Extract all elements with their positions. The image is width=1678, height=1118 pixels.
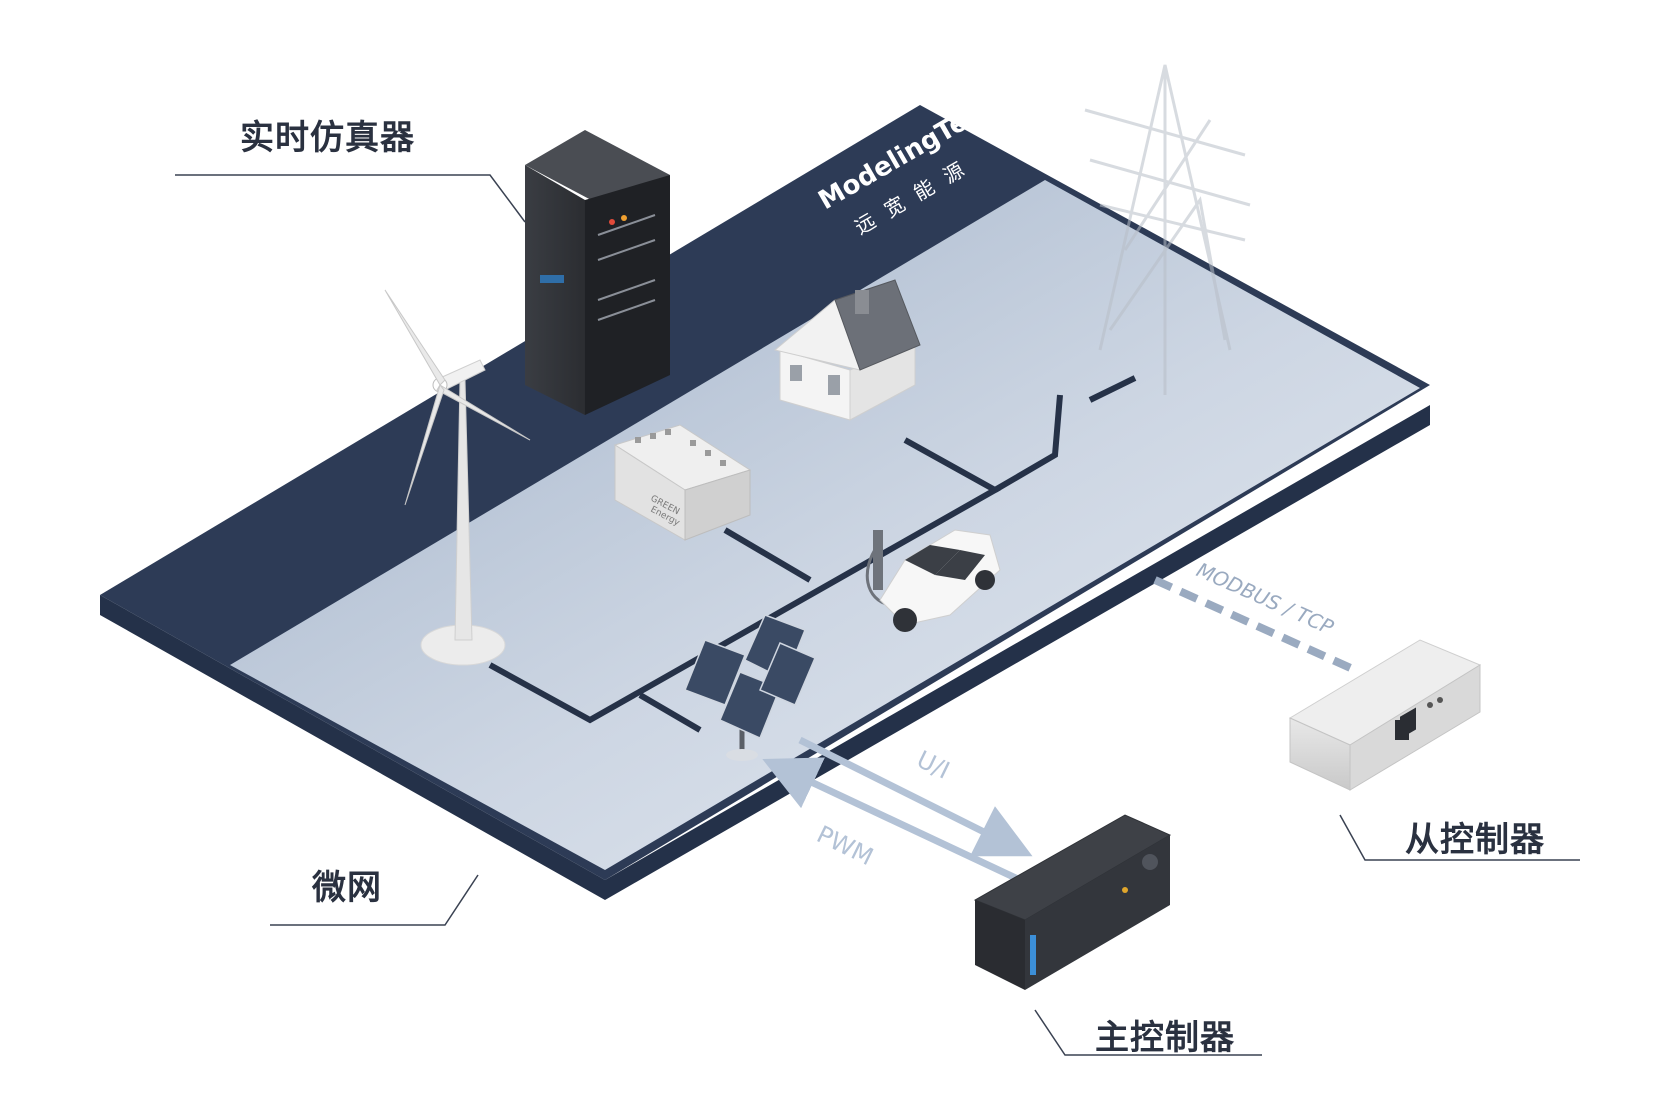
battery-storage: GREEN Energy bbox=[613, 424, 752, 541]
microgrid-label: 微网 bbox=[312, 868, 382, 908]
callout-line-simulator bbox=[175, 174, 526, 223]
slave-controller-label: 从控制器 bbox=[1405, 820, 1545, 860]
wire-grid-tie bbox=[993, 394, 1063, 493]
wire-grid-tie-open bbox=[1088, 375, 1137, 403]
platform-top-light bbox=[230, 180, 1420, 870]
main-controller-label: 主控制器 bbox=[1095, 1018, 1235, 1058]
wind-turbine bbox=[384, 289, 531, 666]
house bbox=[773, 279, 921, 421]
ui-arrow bbox=[798, 736, 1033, 857]
pv-array bbox=[684, 614, 816, 761]
callout-line-microgrid bbox=[270, 874, 479, 926]
wire-main-bus bbox=[488, 437, 1002, 724]
pwm-label: PWM bbox=[812, 820, 877, 871]
rack-front bbox=[585, 175, 670, 415]
rack-display bbox=[540, 275, 564, 283]
modbus-link bbox=[1153, 576, 1357, 674]
wire-battery bbox=[723, 527, 812, 583]
main-controller-device bbox=[973, 814, 1172, 990]
simulator-label: 实时仿真器 bbox=[240, 118, 415, 158]
callout-line-main-controller bbox=[1034, 1009, 1262, 1056]
wire-pv bbox=[638, 692, 702, 733]
slave-controller-device bbox=[1288, 639, 1482, 791]
transmission-tower bbox=[1084, 64, 1251, 395]
simulator-rack bbox=[525, 130, 670, 415]
grid-wiring bbox=[488, 375, 1137, 733]
microgrid-platform bbox=[100, 105, 1430, 900]
signal-arrows bbox=[762, 736, 1033, 884]
callout-line-slave-controller bbox=[1339, 814, 1580, 861]
rack-side bbox=[525, 165, 585, 415]
charger-post bbox=[873, 530, 883, 590]
callout-lines bbox=[175, 174, 1580, 1056]
ui-label: U/I bbox=[912, 745, 954, 785]
pwm-arrow bbox=[762, 757, 1022, 884]
electric-car bbox=[879, 529, 1001, 632]
